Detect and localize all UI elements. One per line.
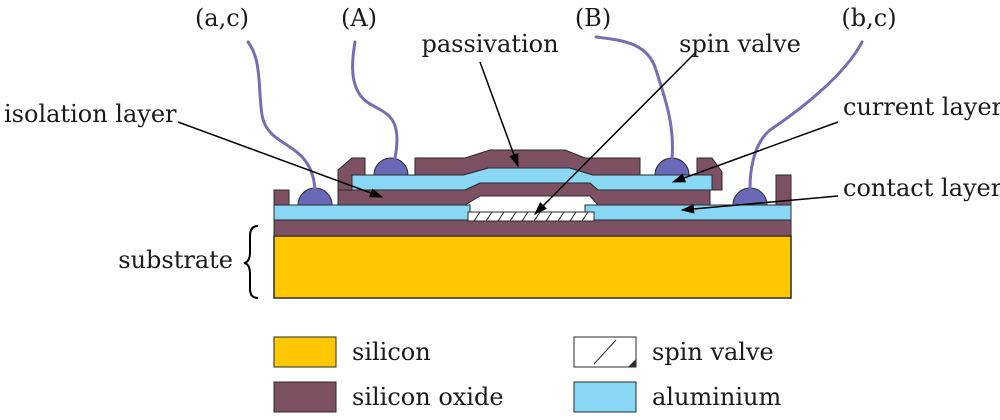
terminal-A-label: (A) xyxy=(341,4,377,32)
spin-valve-element xyxy=(467,211,595,222)
right-oxide-post xyxy=(775,174,792,206)
current-layer-label: current layer xyxy=(843,93,1000,121)
pad-bc xyxy=(732,187,768,206)
silicon-substrate xyxy=(273,235,792,299)
wire-bc xyxy=(748,40,864,190)
arrow-passivation xyxy=(479,61,519,168)
pad-ac xyxy=(297,187,333,206)
arrow-isolation xyxy=(177,121,384,198)
legend-swatch-silicon xyxy=(273,336,337,368)
contact-layer-label: contact layer xyxy=(843,174,1000,202)
terminal-ac-label: (a,c) xyxy=(195,4,249,32)
wire-ac xyxy=(246,40,317,192)
arrow-spin-valve xyxy=(534,51,697,215)
arrow-current xyxy=(671,121,839,183)
left-oxide-post xyxy=(273,189,290,206)
legend-label-silicon: silicon xyxy=(352,338,431,366)
arrow-contact xyxy=(680,195,839,214)
substrate-brace xyxy=(243,225,259,299)
pad-B xyxy=(654,157,690,176)
pad-A xyxy=(373,157,409,176)
terminal-bc-label: (b,c) xyxy=(841,4,896,32)
passivation-top-cap xyxy=(414,149,641,176)
wire-A xyxy=(351,40,399,160)
legend-swatch-spin-valve xyxy=(573,336,637,368)
substrate-label: substrate xyxy=(118,246,233,274)
legend-label-spin-valve: spin valve xyxy=(652,338,774,366)
isolation-layer-label: isolation layer xyxy=(4,100,177,128)
legend: silicon silicon oxide spin valve alumini… xyxy=(273,336,781,413)
terminal-B-label: (B) xyxy=(575,4,611,32)
bottom-oxide-layer xyxy=(273,219,792,237)
legend-label-silicon-oxide: silicon oxide xyxy=(352,383,504,411)
wire-B xyxy=(594,35,674,160)
legend-label-aluminium: aluminium xyxy=(652,383,781,411)
spin-valve-label: spin valve xyxy=(679,30,801,58)
legend-swatch-aluminium xyxy=(573,381,637,413)
legend-swatch-silicon-oxide xyxy=(273,381,337,413)
passivation-label: passivation xyxy=(421,30,558,58)
